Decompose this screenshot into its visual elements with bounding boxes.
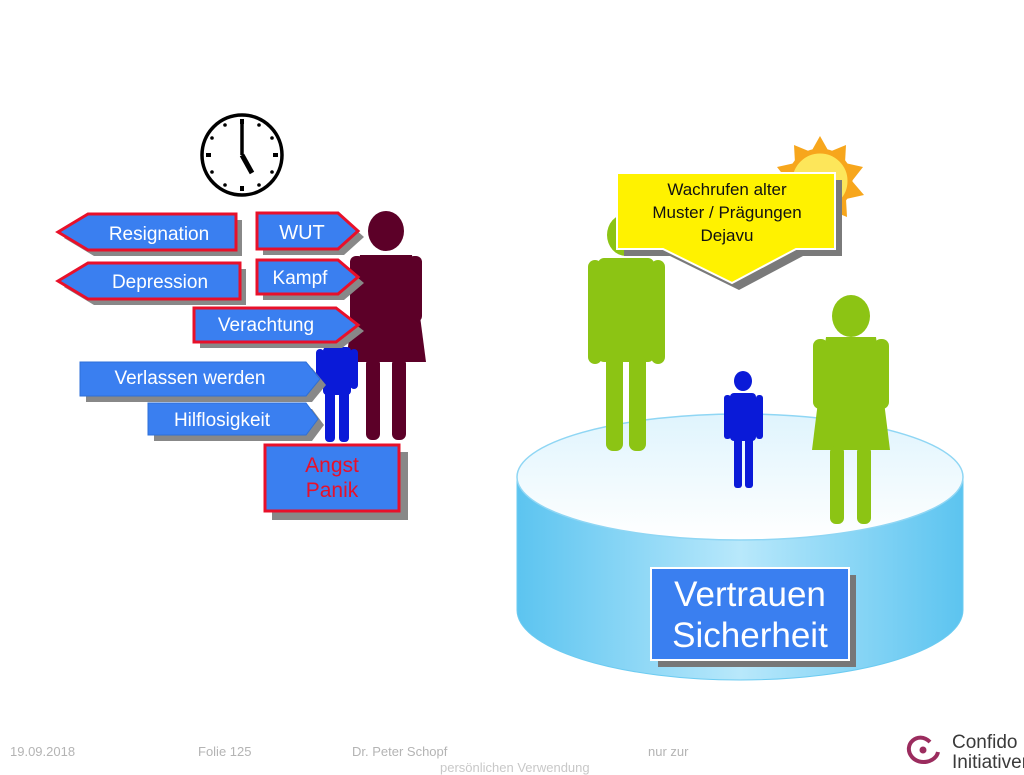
label-wut: WUT <box>279 222 325 244</box>
woman-figure-maroon <box>346 211 426 440</box>
sign-verachtung: Verachtung <box>192 306 364 348</box>
label-depression: Depression <box>112 272 208 293</box>
sign-resignation: Resignation <box>55 212 242 256</box>
callout-line1: Wachrufen alter <box>667 180 787 199</box>
confido-logo-icon <box>906 735 940 765</box>
callout-line3: Dejavu <box>701 226 754 245</box>
logo-line2: Initiativen <box>952 752 1024 773</box>
callout-bubble: Wachrufen alter Muster / Prägungen Dejav… <box>616 172 842 290</box>
vertrauen-sicherheit-box: Vertrauen Sicherheit <box>650 567 856 667</box>
label-verlassen-werden: Verlassen werden <box>114 368 265 389</box>
sign-depression: Depression <box>55 261 246 305</box>
label-kampf: Kampf <box>273 268 329 289</box>
footer-date: 19.09.2018 <box>10 744 76 759</box>
footer-slide-number: Folie 125 <box>198 744 252 759</box>
angst-panik-box: Angst Panik <box>263 443 408 520</box>
logo-line1: Confido <box>952 732 1018 753</box>
label-resignation: Resignation <box>109 224 209 245</box>
label-panik: Panik <box>306 479 359 502</box>
label-angst: Angst <box>305 454 359 477</box>
footer-note: nur zur <box>648 744 689 759</box>
sign-verlassen-werden: Verlassen werden <box>79 361 326 402</box>
child-figure-blue-right <box>724 371 763 488</box>
footer-author: Dr. Peter Schopf <box>352 744 448 759</box>
sign-kampf: Kampf <box>255 258 364 300</box>
label-vertrauen: Vertrauen <box>674 575 826 614</box>
label-sicherheit: Sicherheit <box>672 616 828 655</box>
label-hilflosigkeit: Hilflosigkeit <box>174 410 271 431</box>
sign-hilflosigkeit: Hilflosigkeit <box>147 402 324 441</box>
sign-wut: WUT <box>255 211 364 255</box>
confido-logo-text: Confido Initiativen <box>952 733 1024 773</box>
clock-icon <box>200 113 284 197</box>
callout-line2: Muster / Prägungen <box>652 203 801 222</box>
woman-figure-green <box>812 295 890 524</box>
label-verachtung: Verachtung <box>218 315 314 336</box>
